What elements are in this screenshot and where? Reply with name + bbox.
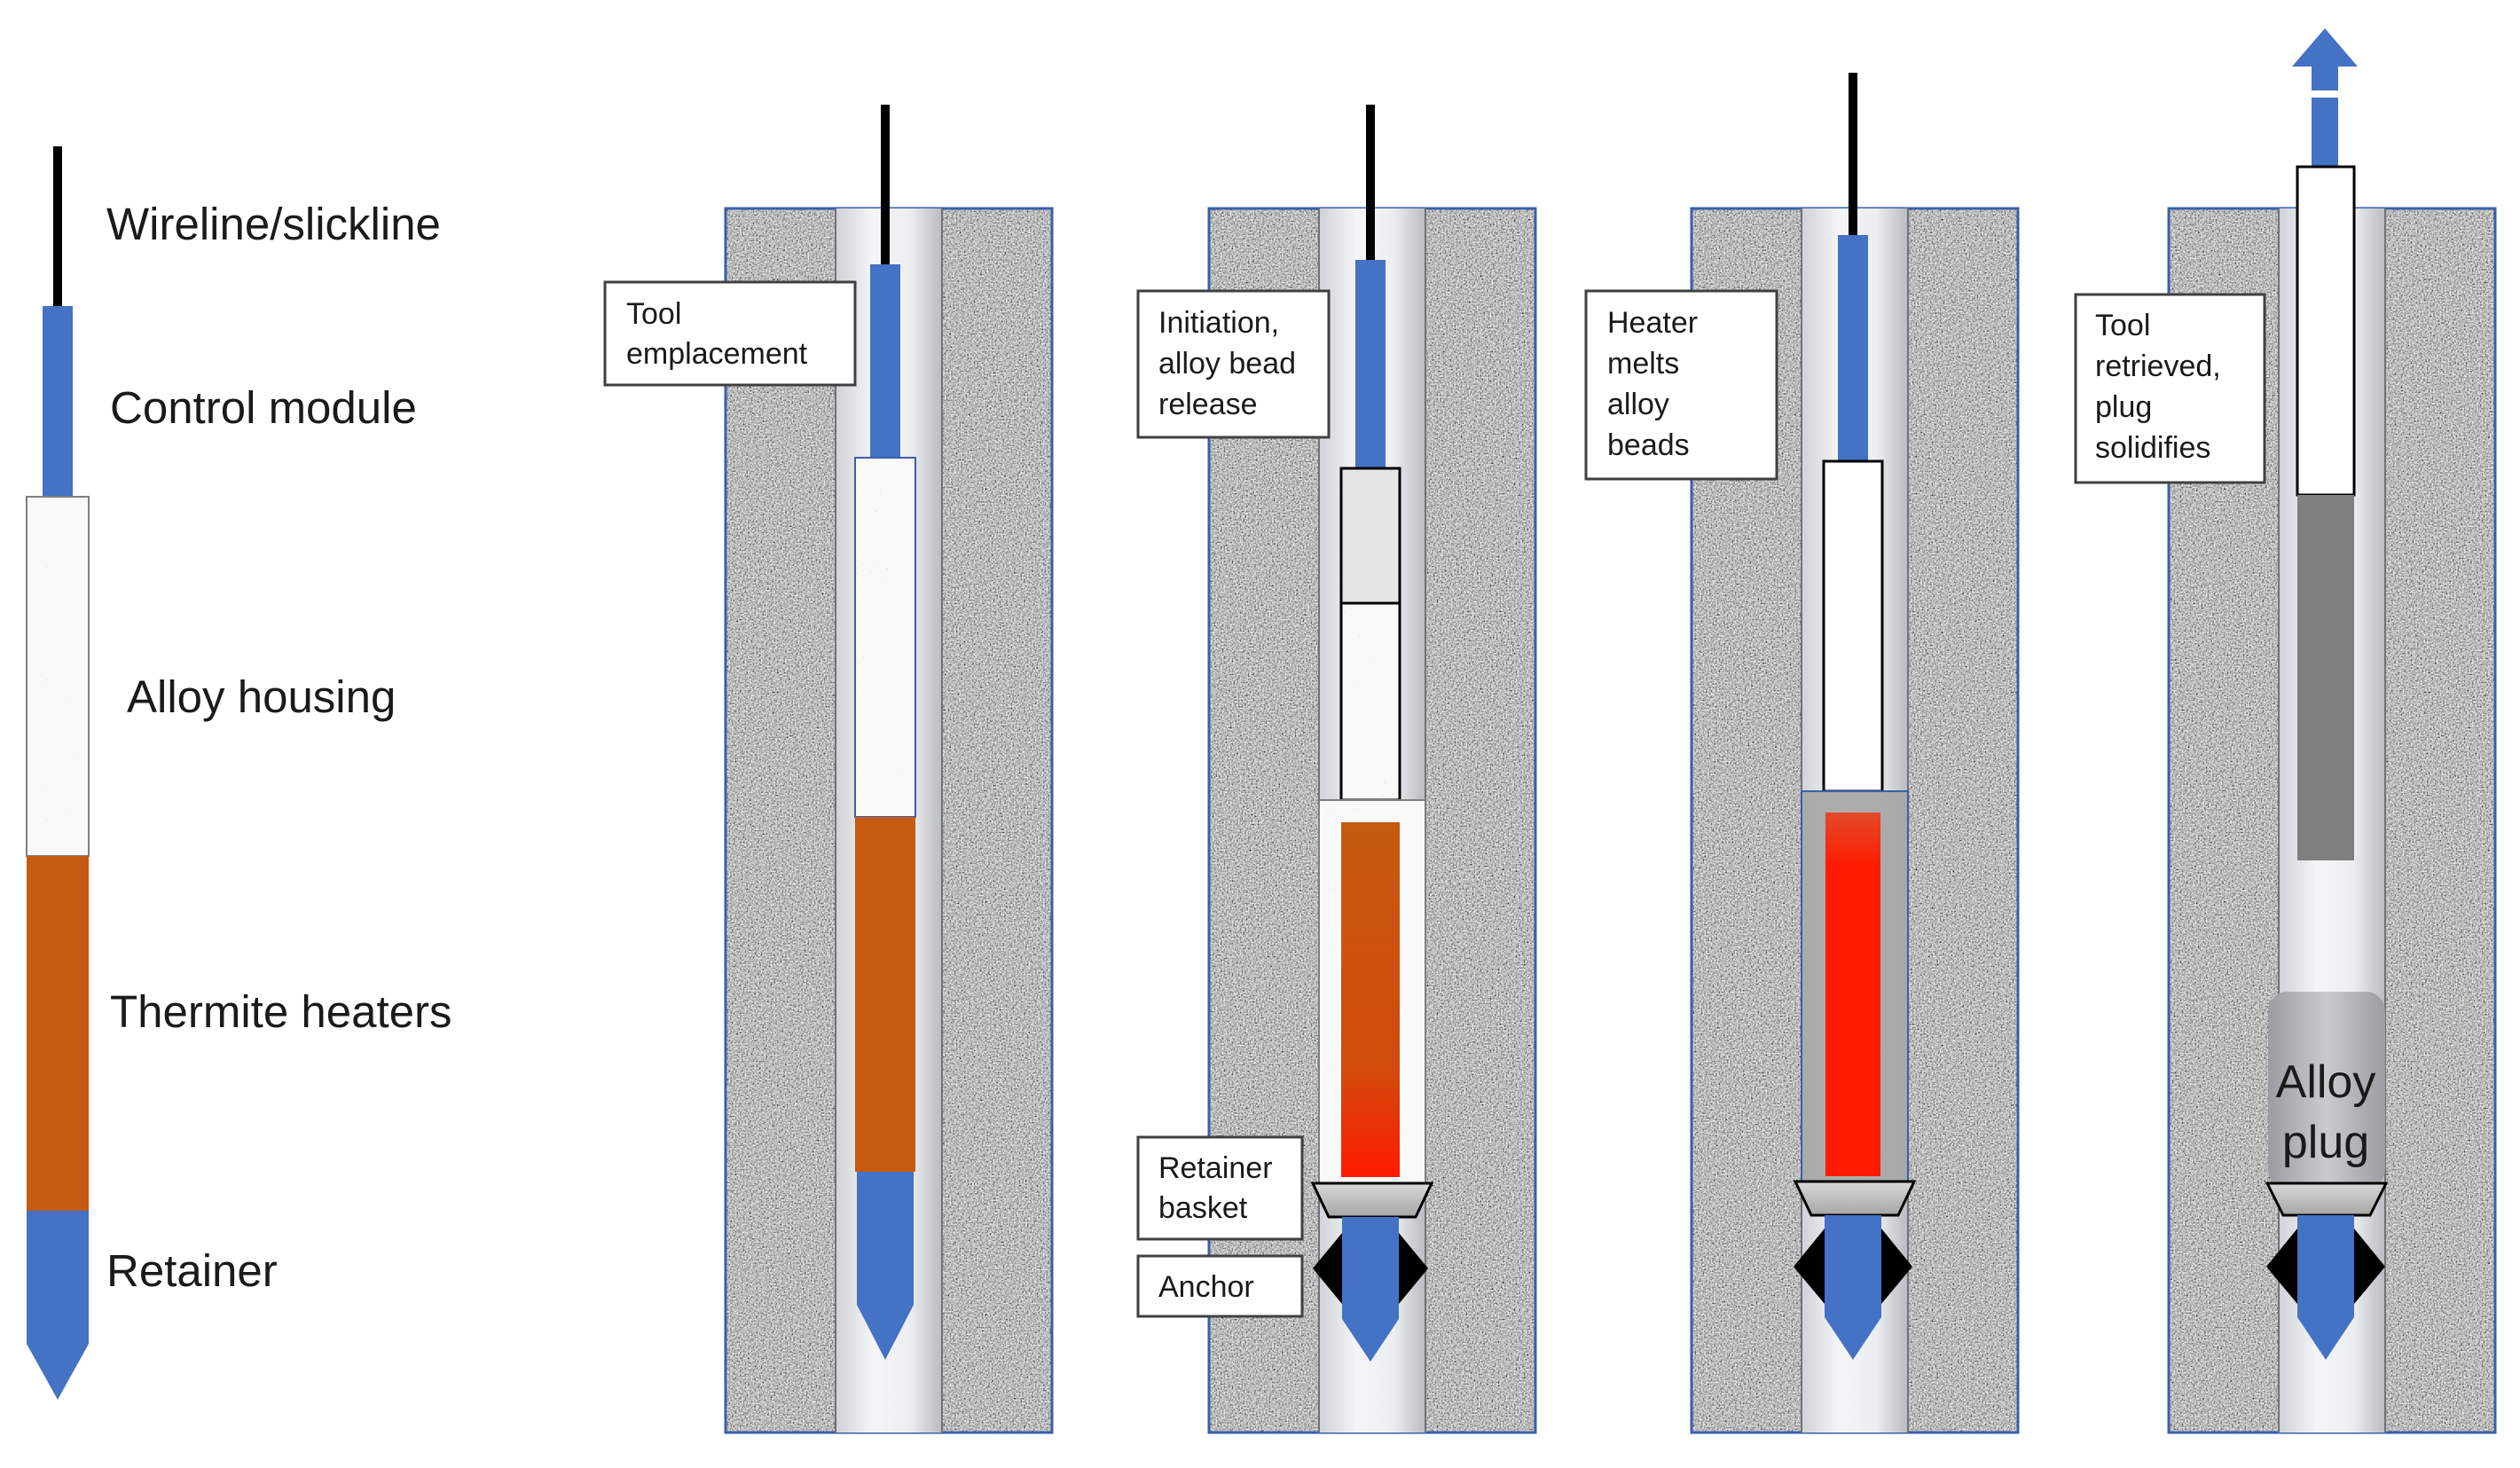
callout-line: Tool [626, 297, 681, 331]
retainer-basket [1310, 1181, 1434, 1219]
callout-line: beads [1607, 428, 1690, 462]
stage-3-heater-melts: Heater melts alloy beads [1584, 73, 2020, 1434]
callout-line: plug [2095, 390, 2152, 424]
legend-alloy-housing-label: Alloy housing [127, 671, 396, 722]
label-anchor: Anchor [1136, 1254, 1304, 1318]
anchor-left [1313, 1233, 1342, 1304]
stage-4-tool-retrieved: Alloy plug Tool retrieved, plug solidifi… [2074, 28, 2497, 1434]
alloy-housing-block [855, 458, 915, 817]
empty-housing-section [1339, 467, 1401, 605]
legend-retainer-label: Retainer [106, 1245, 278, 1296]
stage-2-initiation: Initiation, alloy bead release Retainer … [1136, 105, 1537, 1434]
callout-line: alloy [1607, 388, 1669, 421]
alloy-plug-label: Alloy [2276, 1056, 2376, 1108]
retainer-block [2297, 1215, 2354, 1317]
retainer-tip [1342, 1319, 1399, 1362]
retainer-tip [2297, 1317, 2354, 1360]
control-module-block [1838, 235, 1868, 461]
callout-line: solidifies [2095, 431, 2210, 465]
callout-line: alloy bead [1158, 347, 1296, 381]
thermite-heater-igniting [1341, 822, 1400, 1177]
retainer-block [857, 1172, 914, 1305]
label-line: Anchor [1158, 1270, 1254, 1304]
solid-alloy-plug [2268, 992, 2385, 1189]
control-module-block [43, 306, 73, 497]
control-module-block [870, 264, 900, 458]
anchor-right [1881, 1229, 1912, 1304]
retainer-block [1342, 1217, 1399, 1319]
thermite-heater-burning [1825, 813, 1880, 1176]
empty-housing-section [2296, 165, 2356, 497]
anchor-left [1794, 1229, 1825, 1304]
control-module-block [2312, 98, 2338, 167]
callout-line: emplacement [626, 337, 808, 371]
legend-control-module-label: Control module [110, 382, 417, 433]
retainer-tip [857, 1305, 914, 1360]
callout-tool-emplacement: Tool emplacement [603, 280, 857, 387]
control-module-block [1355, 260, 1386, 468]
legend: Wireline/slickline Control module Alloy … [26, 146, 452, 1400]
callout-line: melts [1607, 347, 1679, 381]
legend-wireline-label: Wireline/slickline [106, 199, 441, 249]
anchor-right [1399, 1233, 1428, 1304]
callout-line: Heater [1607, 306, 1698, 340]
spent-heater-section [2297, 495, 2354, 860]
thermite-heater-block [855, 817, 915, 1172]
retainer-block [27, 1211, 89, 1344]
label-retainer-basket: Retainer basket [1136, 1135, 1304, 1241]
callout-line: Tool [2095, 309, 2150, 342]
anchor-right [2354, 1229, 2385, 1304]
retainer-tip [1825, 1317, 1881, 1360]
alloy-beads-remaining [1341, 603, 1400, 800]
up-arrow-icon [2292, 28, 2358, 90]
retainer-tip [27, 1344, 89, 1400]
callout-line: retrieved, [2095, 349, 2221, 383]
callout-tool-retrieved: Tool retrieved, plug solidifies [2074, 293, 2266, 484]
callout-heater-melts: Heater melts alloy beads [1584, 289, 1778, 481]
retainer-basket [1793, 1180, 1917, 1217]
anchor-left [2266, 1229, 2297, 1304]
alloy-plug-label: plug [2282, 1117, 2369, 1168]
retainer-basket [2265, 1181, 2389, 1217]
label-line: Retainer [1158, 1151, 1273, 1185]
retainer-block [1825, 1215, 1881, 1317]
callout-initiation: Initiation, alloy bead release [1136, 289, 1331, 439]
stage-1-tool-emplacement: Tool emplacement [603, 105, 1054, 1434]
callout-line: release [1158, 388, 1258, 421]
label-line: basket [1158, 1191, 1248, 1225]
legend-thermite-heaters-label: Thermite heaters [110, 986, 452, 1037]
alloy-housing-block [27, 497, 89, 856]
callout-line: Initiation, [1158, 306, 1279, 340]
empty-housing-section [1822, 459, 1884, 793]
thermite-heater-block [27, 856, 89, 1211]
